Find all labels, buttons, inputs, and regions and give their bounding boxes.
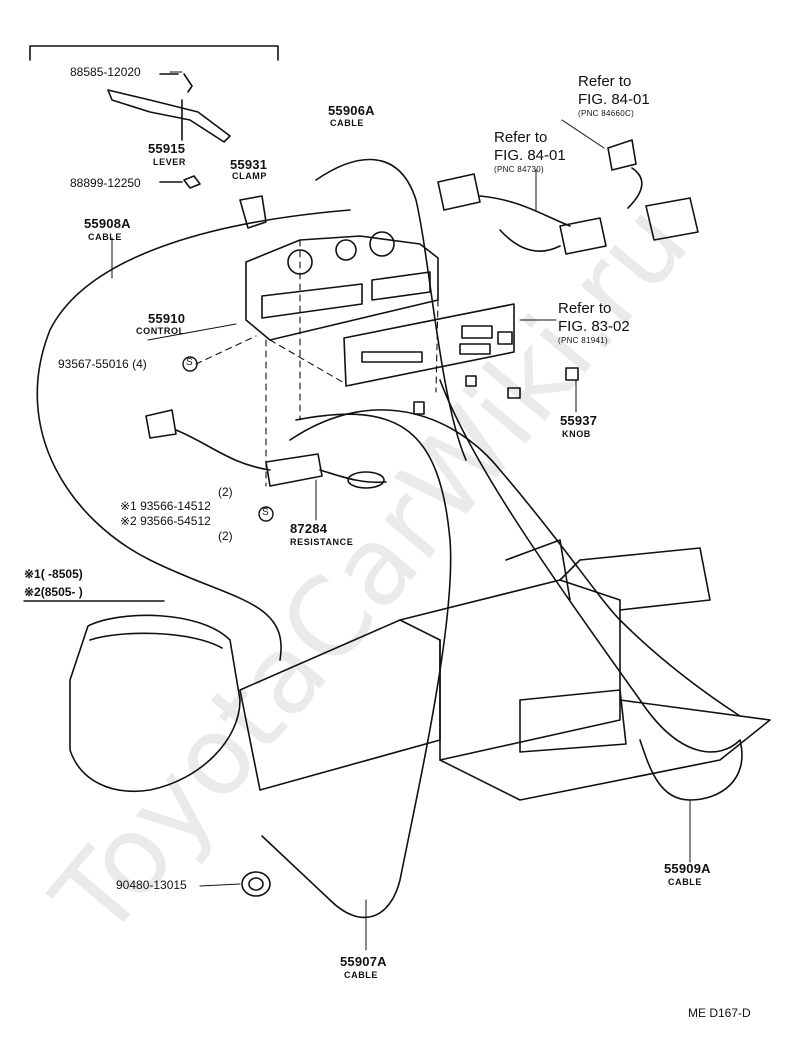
- caption-knob: KNOB: [562, 429, 591, 439]
- blower-housing: [69, 614, 241, 792]
- part-number-55915: 55915: [148, 141, 186, 156]
- knob-3: [565, 367, 579, 381]
- cable-55909a: [439, 379, 743, 801]
- ref2-fig: FIG. 84-01: [494, 147, 566, 164]
- caption-lever: LEVER: [153, 157, 187, 167]
- connector-84660c: [607, 139, 637, 171]
- heater-box: [399, 579, 621, 761]
- ref1-fig: FIG. 84-01: [578, 91, 650, 108]
- caption-clamp: CLAMP: [232, 171, 267, 181]
- cable-55909a-run: [289, 409, 741, 717]
- ref1-title: Refer to: [578, 73, 632, 90]
- ref2-title: Refer to: [494, 129, 548, 146]
- part-number-88899: 88899-12250: [70, 176, 141, 190]
- lever-bolt: [183, 73, 193, 93]
- duct: [239, 619, 441, 791]
- part-number-55910: 55910: [148, 311, 186, 326]
- part-number-55907a: 55907A: [340, 954, 387, 969]
- caption-cable-55908a: CABLE: [88, 232, 122, 242]
- part-number-55909a: 55909A: [664, 861, 711, 876]
- ref1-pnc: (PNC 84660C): [578, 109, 635, 118]
- grommet: [241, 871, 271, 897]
- screw-circle-1: [182, 356, 198, 372]
- group-bracket: [29, 45, 279, 61]
- diagram-code: ME D167-D: [688, 1006, 751, 1020]
- screw-symbol-1: S: [186, 357, 193, 368]
- part-number-88585: 88585-12020: [70, 65, 141, 79]
- part-number-55908a: 55908A: [84, 216, 131, 231]
- part-number-55931: 55931: [230, 157, 268, 172]
- part-number-55937: 55937: [560, 413, 598, 428]
- caption-cable-55906a: CABLE: [330, 118, 364, 128]
- control-plate: [343, 303, 515, 387]
- screw-symbol-2: S: [262, 507, 269, 518]
- caption-cable-55909a: CABLE: [668, 877, 702, 887]
- clip-part: [183, 175, 201, 189]
- cable-55907a: [261, 413, 452, 919]
- part-number-90480: 90480-13015: [116, 878, 187, 892]
- control-unit: [245, 235, 439, 341]
- screw-circle-2: [258, 506, 274, 522]
- ref3-pnc: (PNC 81941): [558, 336, 608, 345]
- connector-resistance: [145, 409, 177, 439]
- caption-resistance: RESISTANCE: [290, 537, 354, 547]
- part-number-93566-54512: ※2 93566-54512: [120, 514, 211, 528]
- ref2-pnc: (PNC 84730): [494, 165, 544, 174]
- clamp-part: [239, 195, 267, 229]
- part-number-55906a: 55906A: [328, 103, 375, 118]
- part-number-87284: 87284: [290, 521, 328, 536]
- resistance-part: [265, 453, 323, 487]
- knob-4: [413, 401, 425, 415]
- cable-55906a: [315, 158, 467, 461]
- knob-1: [465, 375, 477, 387]
- qty-93566-54512: (2): [218, 529, 233, 543]
- part-number-93567: 93567-55016 (4): [58, 357, 147, 371]
- part-number-93566-14512: ※1 93566-14512: [120, 499, 211, 513]
- lever-part: [107, 89, 231, 143]
- cable-55908a: [36, 209, 351, 661]
- caption-cable-55907a: CABLE: [344, 970, 378, 980]
- note-2: ※2(8505- ): [24, 585, 83, 599]
- qty-93566-14512: (2): [218, 485, 233, 499]
- ref3-fig: FIG. 83-02: [558, 318, 630, 335]
- caption-control: CONTROL: [136, 326, 185, 336]
- knob-2: [507, 387, 521, 399]
- note-1: ※1( -8505): [24, 567, 83, 581]
- ref3-title: Refer to: [558, 300, 612, 317]
- connector-84730: [437, 173, 481, 211]
